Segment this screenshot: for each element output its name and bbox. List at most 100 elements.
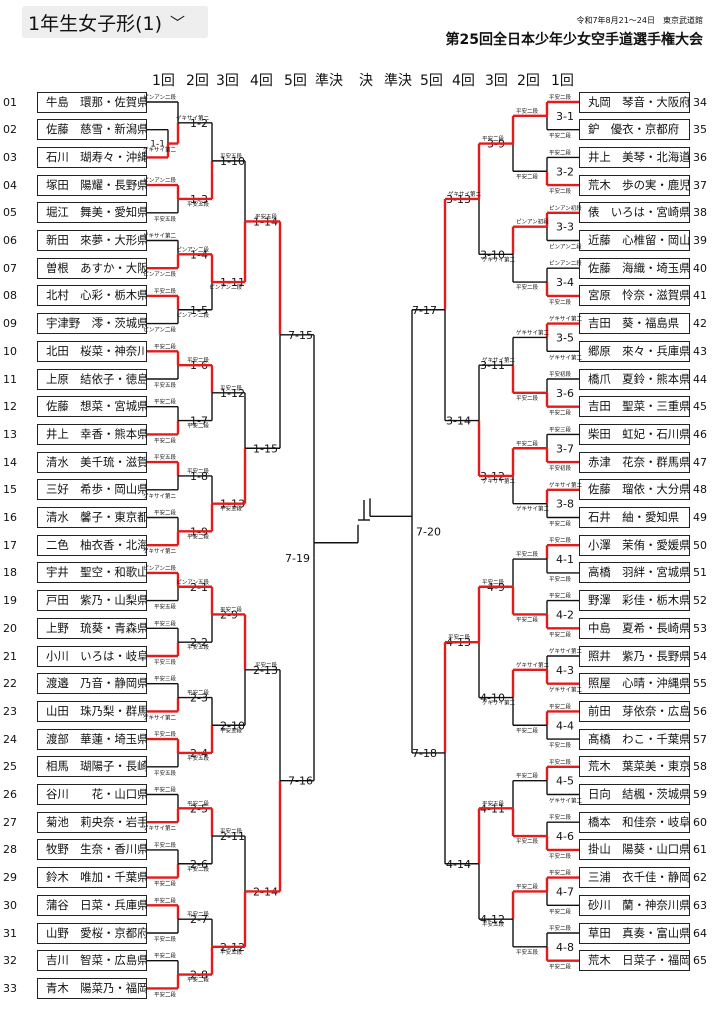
player-entry[interactable]: 井上 美琴・北海道: [579, 146, 690, 168]
player-number: 27: [3, 815, 17, 829]
player-entry[interactable]: 柴田 虹妃・石川県: [579, 423, 690, 445]
player-entry[interactable]: 橋爪 夏鈴・熊本県: [579, 368, 690, 390]
kata-name: 平安二段: [187, 356, 210, 364]
kata-name: ゲキサイ第二: [143, 713, 177, 721]
player-number: 12: [3, 400, 17, 414]
player-entry[interactable]: 佐藤 慈雪・新潟県: [37, 119, 147, 141]
player-entry[interactable]: 中島 夏希・長崎県: [579, 617, 690, 639]
player-entry[interactable]: 三浦 衣千佳・静岡県: [579, 867, 690, 889]
player-entry[interactable]: 近藤 心椎留・岡山県: [579, 230, 690, 251]
player-entry[interactable]: 二色 柚衣香・北海道: [37, 534, 147, 556]
kata-name: 平安二段: [516, 772, 539, 780]
kata-name: 平安二段: [549, 907, 572, 915]
player-entry[interactable]: 荒木 歩の実・鹿児島県: [579, 174, 690, 196]
player-entry[interactable]: 三好 希歩・岡山県: [37, 479, 147, 501]
player-entry[interactable]: 野澤 彩佳・栃木県: [579, 590, 690, 612]
player-entry[interactable]: 佐藤 瑠依・大分県: [579, 479, 690, 501]
round-label: 2回: [186, 73, 209, 89]
player-entry[interactable]: 渡邉 乃音・静岡県: [37, 673, 147, 695]
player-entry[interactable]: 照屋 心晴・沖縄県: [579, 673, 690, 695]
player-entry[interactable]: 髙橋 わこ・千葉県: [579, 728, 690, 750]
player-entry[interactable]: 牧野 生奈・香川県: [37, 839, 147, 861]
player-entry[interactable]: 塚田 陽耀・長野県: [37, 174, 147, 196]
player-entry[interactable]: 荒木 葉菜美・東京都: [579, 756, 690, 778]
kata-name: 平安二段: [516, 615, 539, 623]
kata-name: ゲキサイ第二: [549, 315, 583, 323]
player-entry[interactable]: 高橋 羽絆・宮城県: [579, 562, 690, 584]
player-entry[interactable]: 日向 結楓・茨城県: [579, 784, 690, 805]
kata-name: ゲキサイ第二: [482, 699, 516, 707]
player-entry[interactable]: 相馬 瑚陽子・長崎県: [37, 756, 147, 778]
kata-name: 平安二段: [549, 520, 572, 528]
player-entry[interactable]: 掛山 陽葵・山口県: [579, 839, 690, 861]
player-entry[interactable]: 宇津野 澪・茨城県: [37, 313, 147, 335]
player-entry[interactable]: 砂川 蘭・神奈川県: [579, 894, 690, 916]
player-entry[interactable]: 荒木 日菜子・福岡県: [579, 950, 690, 972]
player-entry[interactable]: 青木 陽菜乃・福岡県: [37, 977, 147, 999]
kata-name: 平安二段: [516, 172, 539, 180]
player-entry[interactable]: 山田 珠乃梨・群馬県: [37, 700, 147, 722]
kata-name: ゲキサイ第二: [549, 647, 583, 655]
kata-name: 平安二段: [549, 852, 572, 860]
player-entry[interactable]: 小川 いろは・岐阜県: [37, 645, 147, 667]
player-entry[interactable]: 井上 幸香・熊本県: [37, 423, 147, 445]
player-entry[interactable]: 堀江 舞美・愛知県: [37, 202, 147, 224]
player-entry[interactable]: 蒲谷 日菜・兵庫県: [37, 894, 147, 916]
player-entry[interactable]: 菊池 莉央奈・岩手県: [37, 811, 147, 833]
player-entry[interactable]: 宮原 怜奈・滋賀県: [579, 285, 690, 307]
kata-name: ピンアン二段: [143, 93, 176, 101]
kata-name: ゲキサイ第二: [549, 353, 583, 361]
player-number: 10: [3, 344, 17, 358]
player-number: 35: [693, 123, 707, 137]
player-entry[interactable]: 佐藤 海織・埼玉県: [579, 257, 690, 279]
player-entry[interactable]: 上原 結依子・徳島県: [37, 368, 147, 390]
match-number: 4-7: [556, 885, 574, 898]
player-entry[interactable]: 谷川 花・山口県: [37, 784, 147, 805]
kata-name: 平安二段: [187, 799, 210, 807]
player-entry[interactable]: 石川 瑚寿々・沖縄県: [37, 146, 147, 168]
player-entry[interactable]: 曽根 あすか・大阪府: [37, 257, 147, 279]
player-number: 39: [693, 234, 707, 247]
player-entry[interactable]: 丸岡 琴音・大阪府: [579, 91, 690, 113]
kata-name: ゲキサイ第二: [549, 481, 583, 489]
player-entry[interactable]: 吉田 葵・福島県: [579, 313, 690, 335]
player-entry[interactable]: 俵 いろは・宮崎県: [579, 202, 690, 224]
player-entry[interactable]: 清水 美千琉・滋賀県: [37, 451, 147, 473]
player-entry[interactable]: 清水 馨子・東京都: [37, 507, 147, 528]
player-entry[interactable]: 北田 桜菜・神奈川県: [37, 340, 147, 362]
player-entry[interactable]: 北村 心彩・栃木県: [37, 285, 147, 307]
kata-name: 平安二段: [549, 409, 572, 417]
player-entry[interactable]: 小澤 茉侑・愛媛県: [579, 534, 690, 556]
player-entry[interactable]: 吉川 智菜・広島県: [37, 950, 147, 972]
player-number: 19: [3, 594, 17, 608]
player-entry[interactable]: 石井 紬・愛知県: [579, 507, 690, 528]
kata-name: ゲキサイ第二: [143, 146, 177, 154]
player-entry[interactable]: 佐藤 想菜・宮城県: [37, 396, 147, 418]
kata-name: ピンアン二段: [143, 270, 176, 278]
round-label: 決: [359, 73, 373, 89]
division-selector[interactable]: 1年生女子形(1) ﹀: [22, 6, 208, 38]
player-entry[interactable]: 宇井 聖空・和歌山県: [37, 562, 147, 584]
round-label: 1回: [551, 73, 574, 89]
player-number: 58: [693, 760, 707, 774]
player-number: 37: [693, 178, 707, 192]
player-entry[interactable]: 草田 真奏・富山県: [579, 922, 690, 944]
player-entry[interactable]: 鈴木 唯加・千葉県: [37, 867, 147, 889]
player-entry[interactable]: 照井 紫乃・長野県: [579, 645, 690, 667]
player-number: 14: [3, 455, 17, 469]
player-entry[interactable]: 吉田 聖菜・三重県: [579, 396, 690, 418]
player-entry[interactable]: 赤津 花奈・群馬県: [579, 451, 690, 473]
player-number: 36: [693, 150, 707, 164]
player-entry[interactable]: 新田 來夢・大形県: [37, 230, 147, 251]
round-label: 準決: [315, 73, 343, 89]
player-entry[interactable]: 鈩 優衣・京都府: [579, 119, 690, 141]
player-entry[interactable]: 山野 愛桜・京都府: [37, 922, 147, 944]
player-entry[interactable]: 上野 琉葵・青森県: [37, 617, 147, 639]
match-number: 4-5: [556, 775, 574, 788]
player-entry[interactable]: 橋本 和佳奈・岐阜県: [579, 811, 690, 833]
player-entry[interactable]: 前田 芽依奈・広島県: [579, 700, 690, 722]
player-entry[interactable]: 牛島 環那・佐賀県: [37, 91, 147, 113]
player-entry[interactable]: 戸田 紫乃・山梨県: [37, 590, 147, 612]
player-entry[interactable]: 渡部 華蓮・埼玉県: [37, 728, 147, 750]
player-entry[interactable]: 郷原 來々・兵庫県: [579, 340, 690, 362]
